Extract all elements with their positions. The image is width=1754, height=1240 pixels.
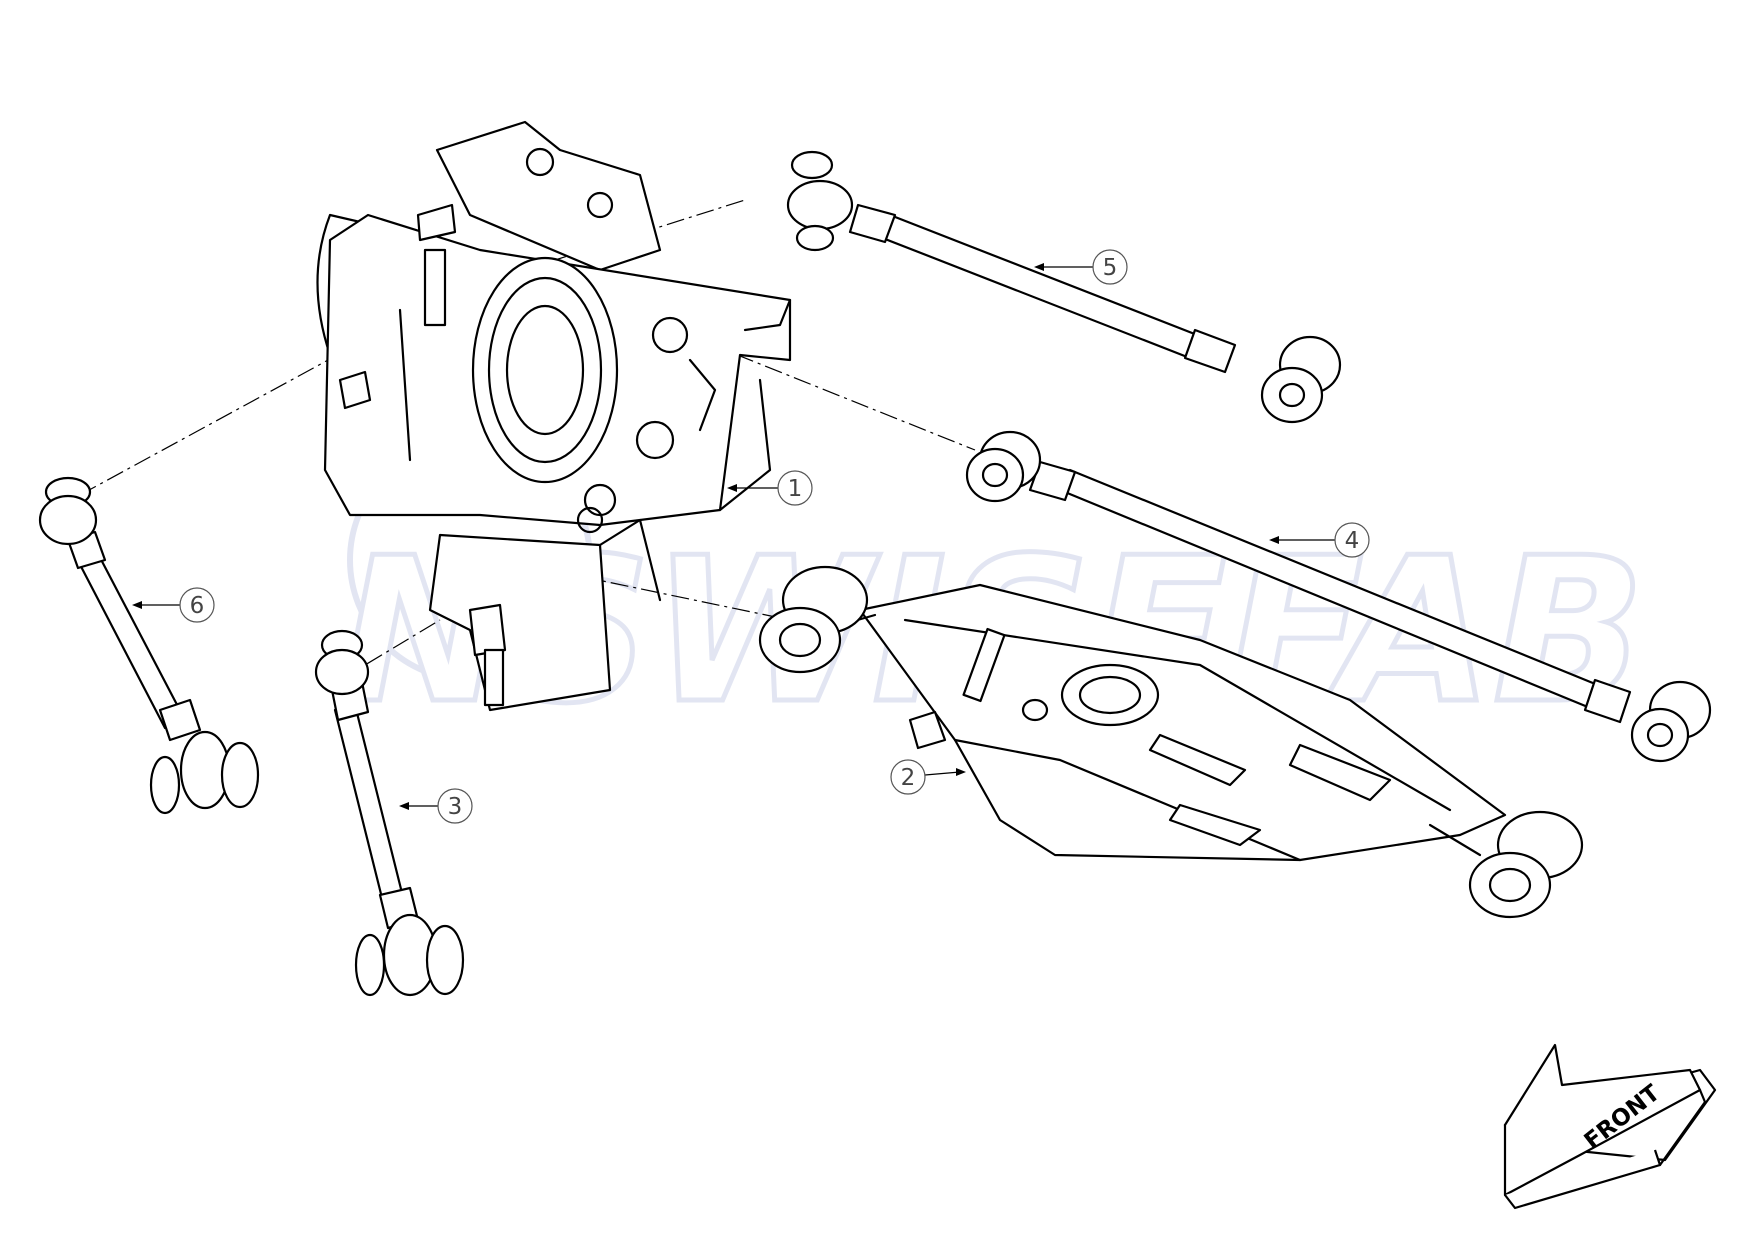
callout-6-label: 6 (190, 593, 205, 619)
part-knuckle (316, 120, 792, 712)
part-upper-link (786, 150, 1342, 424)
arm-bushing-right (1468, 810, 1584, 919)
callout-2: 2 (890, 759, 966, 795)
part-left-link (38, 476, 260, 815)
callout-1: 1 (727, 470, 813, 506)
callout-4: 4 (1269, 522, 1370, 558)
part-long-link (965, 430, 1712, 763)
part-short-link (314, 629, 465, 997)
callout-3-label: 3 (448, 794, 463, 820)
callout-1-label: 1 (788, 476, 803, 502)
callout-2-label: 2 (901, 765, 916, 791)
callout-5-label: 5 (1103, 255, 1118, 281)
callout-4-label: 4 (1345, 528, 1360, 554)
callout-5: 5 (1034, 249, 1128, 285)
front-direction-arrow: FRONT (1503, 1043, 1717, 1210)
callout-3: 3 (399, 788, 473, 824)
part-lower-control-arm (838, 583, 1507, 862)
callout-6: 6 (132, 587, 215, 623)
arm-bushing-left (758, 565, 869, 674)
